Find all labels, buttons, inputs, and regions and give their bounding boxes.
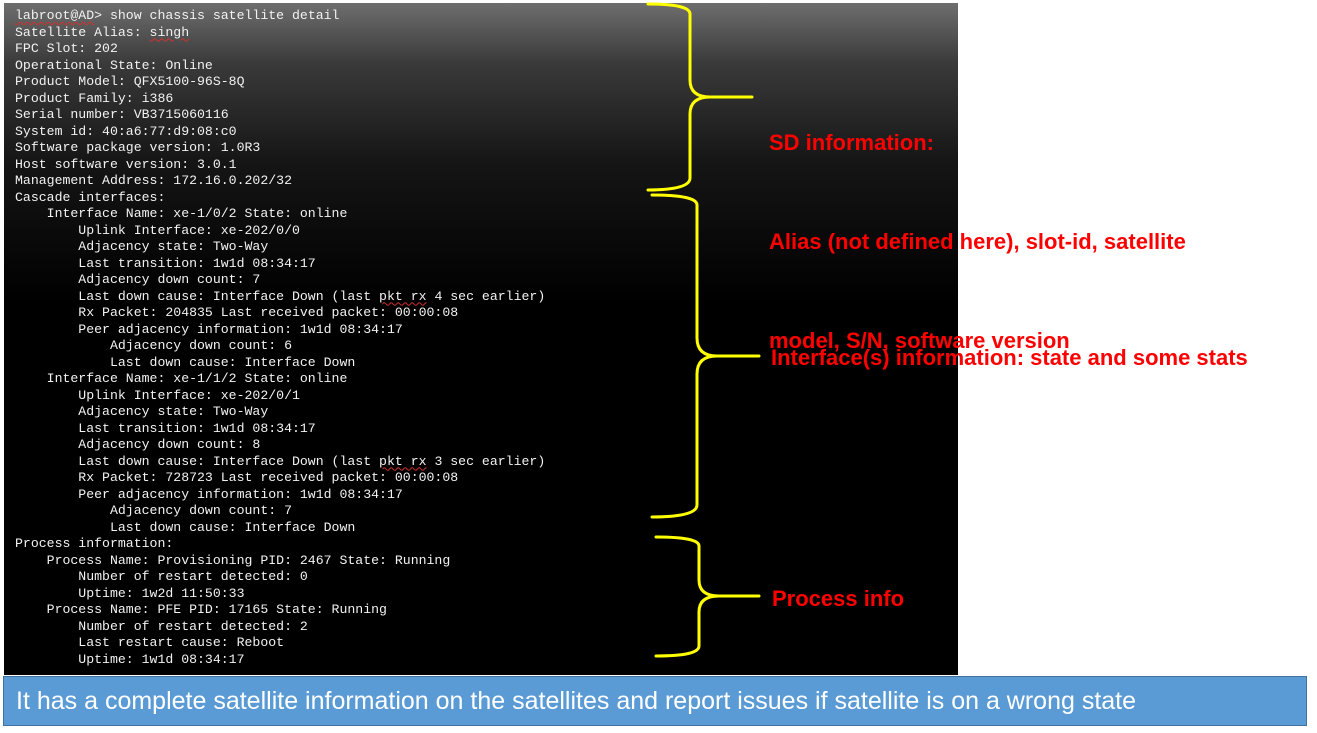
terminal-line: Last down cause: Interface Down (last pk… — [15, 454, 958, 471]
terminal-line: Product Family: i386 — [15, 91, 958, 108]
terminal-line: Uptime: 1w2d 11:50:33 — [15, 586, 958, 603]
terminal-line: Satellite Alias: singh — [15, 25, 958, 42]
terminal-line-text-tail: > show chassis satellite detail — [94, 8, 340, 23]
annotation-sd-information: SD information: Alias (not defined here)… — [769, 60, 1186, 423]
terminal-line: Last down cause: Interface Down (last pk… — [15, 289, 958, 306]
terminal-line: Interface Name: xe-1/1/2 State: online — [15, 371, 958, 388]
terminal-line: Last transition: 1w1d 08:34:17 — [15, 421, 958, 438]
terminal-line: Operational State: Online — [15, 58, 958, 75]
terminal-line: Process Name: PFE PID: 17165 State: Runn… — [15, 602, 958, 619]
terminal-line-text: Cascade interfaces: — [15, 189, 166, 205]
terminal-line-text: Last down cause: Interface Down (last — [15, 453, 380, 469]
terminal-line: FPC Slot: 202 — [15, 41, 958, 58]
terminal-line-text: Adjacency down count: 7 — [15, 503, 292, 518]
terminal-line: Rx Packet: 204835 Last received packet: … — [15, 305, 958, 322]
terminal-line-text: Interface Name: xe-1/1/2 State: online — [15, 371, 348, 386]
terminal-line-text: Last down cause: Interface Down — [15, 519, 356, 535]
terminal-line-text: Last down cause: Interface Down (last — [15, 288, 380, 304]
terminal-line-text: Serial number: VB3715060116 — [15, 107, 229, 122]
terminal-line: Adjacency down count: 8 — [15, 437, 958, 454]
terminal-line: Last restart cause: Reboot — [15, 635, 958, 652]
terminal-line: Adjacency down count: 7 — [15, 272, 958, 289]
terminal-line: Peer adjacency information: 1w1d 08:34:1… — [15, 487, 958, 504]
terminal-line-text: Interface Name: xe-1/0/2 State: online — [15, 206, 348, 221]
terminal-line-text: Product Family: i386 — [15, 90, 174, 106]
terminal-line: Last transition: 1w1d 08:34:17 — [15, 256, 958, 273]
terminal-line-text-tail: 4 sec earlier) — [426, 288, 546, 304]
terminal-line: Management Address: 172.16.0.202/32 — [15, 173, 958, 190]
terminal-line: Last down cause: Interface Down — [15, 355, 958, 372]
terminal-line: Process Name: Provisioning PID: 2467 Sta… — [15, 553, 958, 570]
terminal-line: System id: 40:a6:77:d9:08:c0 — [15, 124, 958, 141]
terminal-line-text: Peer adjacency information: 1w1d 08:34:1… — [15, 486, 403, 502]
terminal-line-spellcheck-text: pkt rx — [379, 288, 427, 304]
terminal-line-text: Number of restart detected: 2 — [15, 618, 308, 634]
annotation-sd-line3: model, S/N, software version — [769, 328, 1070, 353]
terminal-line: labroot@AD> show chassis satellite detai… — [15, 8, 958, 25]
terminal-line: Uplink Interface: xe-202/0/1 — [15, 388, 958, 405]
terminal-line-text: Adjacency down count: 7 — [15, 272, 261, 287]
terminal-line-text: Satellite Alias: — [15, 24, 150, 40]
terminal-line: Serial number: VB3715060116 — [15, 107, 958, 124]
terminal-line-text: FPC Slot: 202 — [15, 41, 118, 56]
terminal-line-text: Operational State: Online — [15, 57, 213, 73]
terminal-line-text: Uptime: 1w2d 11:50:33 — [15, 585, 245, 601]
terminal-line: Uplink Interface: xe-202/0/0 — [15, 223, 958, 240]
terminal-line: Process information: — [15, 536, 958, 553]
terminal-line-text: Last transition: 1w1d 08:34:17 — [15, 420, 316, 436]
terminal-line-spellcheck-text: labroot@AD — [15, 8, 95, 23]
terminal-line: Adjacency down count: 7 — [15, 503, 958, 520]
terminal-line: Adjacency state: Two-Way — [15, 404, 958, 421]
terminal-line-text: Process Name: PFE PID: 17165 State: Runn… — [15, 602, 387, 617]
terminal-line: Last down cause: Interface Down — [15, 520, 958, 537]
terminal-line-spellcheck-text: singh — [149, 24, 190, 40]
terminal-line: Rx Packet: 728723 Last received packet: … — [15, 470, 958, 487]
terminal-line-text: Management Address: 172.16.0.202/32 — [15, 173, 292, 188]
terminal-window: labroot@AD> show chassis satellite detai… — [4, 3, 958, 675]
annotation-sd-title: SD information: — [769, 130, 934, 155]
terminal-line-text: Rx Packet: 204835 Last received packet: … — [15, 305, 459, 320]
annotation-interface-information: Interface(s) information: state and some… — [771, 345, 1248, 370]
terminal-output: labroot@AD> show chassis satellite detai… — [15, 8, 958, 668]
annotation-process-info: Process info — [772, 586, 905, 611]
terminal-line: Product Model: QFX5100-96S-8Q — [15, 74, 958, 91]
terminal-line-text: Last restart cause: Reboot — [15, 635, 285, 650]
terminal-line: Cascade interfaces: — [15, 190, 958, 207]
terminal-line-text: Uplink Interface: xe-202/0/1 — [15, 387, 300, 403]
terminal-line: Uptime: 1w1d 08:34:17 — [15, 652, 958, 669]
terminal-line-spellcheck-text: pkt rx — [379, 453, 427, 469]
terminal-line-text: Uplink Interface: xe-202/0/0 — [15, 222, 300, 238]
terminal-line: Number of restart detected: 0 — [15, 569, 958, 586]
terminal-line: Number of restart detected: 2 — [15, 619, 958, 636]
terminal-line: Peer adjacency information: 1w1d 08:34:1… — [15, 322, 958, 339]
terminal-line-text: Process information: — [15, 536, 174, 551]
terminal-line: Host software version: 3.0.1 — [15, 157, 958, 174]
terminal-line-text: Host software version: 3.0.1 — [15, 156, 237, 172]
terminal-line-text: Adjacency down count: 6 — [15, 338, 292, 353]
annotation-sd-line2: Alias (not defined here), slot-id, satel… — [769, 229, 1186, 254]
summary-banner: It has a complete satellite information … — [3, 676, 1307, 726]
terminal-line-text: Rx Packet: 728723 Last received packet: … — [15, 470, 459, 485]
terminal-line: Adjacency state: Two-Way — [15, 239, 958, 256]
terminal-line-text: Last down cause: Interface Down — [15, 354, 356, 370]
terminal-line: Software package version: 1.0R3 — [15, 140, 958, 157]
terminal-line-text: Product Model: QFX5100-96S-8Q — [15, 74, 245, 89]
terminal-line-text: Uptime: 1w1d 08:34:17 — [15, 651, 245, 667]
terminal-line-text: Peer adjacency information: 1w1d 08:34:1… — [15, 321, 403, 337]
terminal-line-text: Software package version: 1.0R3 — [15, 140, 261, 155]
terminal-line-text: Number of restart detected: 0 — [15, 569, 308, 584]
terminal-line: Adjacency down count: 6 — [15, 338, 958, 355]
terminal-line-text: Last transition: 1w1d 08:34:17 — [15, 255, 316, 271]
terminal-line-text-tail: 3 sec earlier) — [426, 453, 546, 469]
terminal-line-text: Process Name: Provisioning PID: 2467 Sta… — [15, 552, 451, 568]
terminal-line-text: Adjacency down count: 8 — [15, 437, 261, 452]
terminal-line-text: System id: 40:a6:77:d9:08:c0 — [15, 123, 237, 139]
terminal-line-text: Adjacency state: Two-Way — [15, 404, 269, 419]
terminal-line: Interface Name: xe-1/0/2 State: online — [15, 206, 958, 223]
terminal-line-text: Adjacency state: Two-Way — [15, 239, 269, 254]
